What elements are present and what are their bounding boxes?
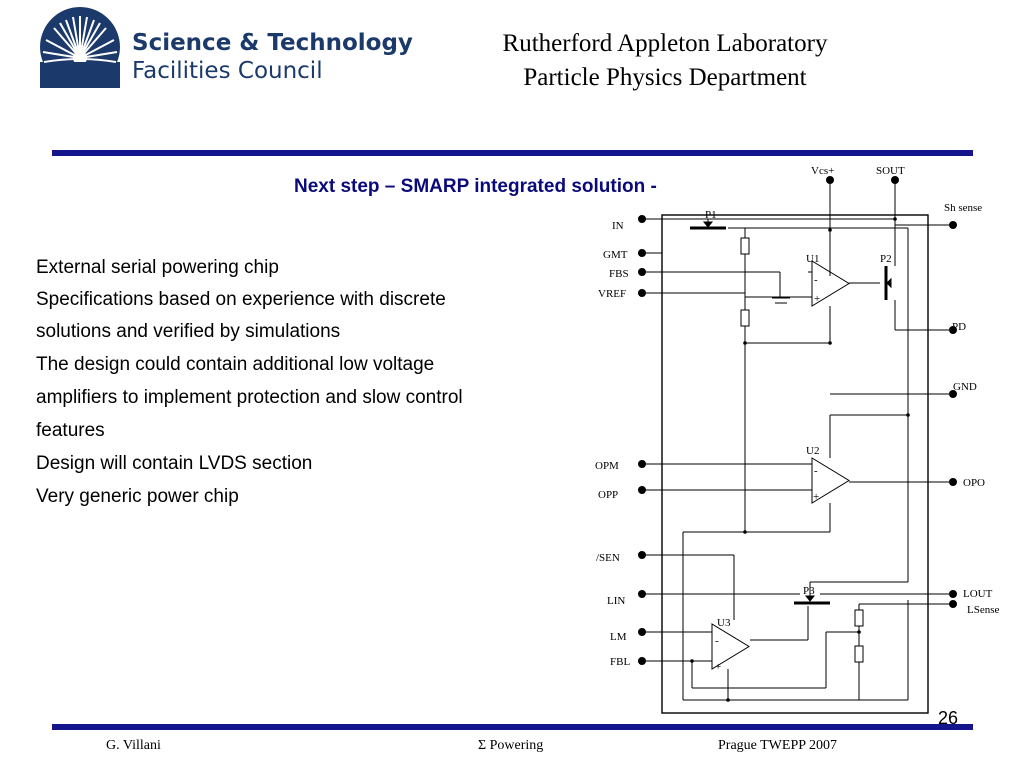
stfc-logo bbox=[36, 6, 416, 88]
pin-label: OPM bbox=[595, 460, 619, 472]
pin-label: PD bbox=[952, 321, 966, 333]
logo-line-1: Science & Technology bbox=[132, 30, 413, 56]
pin-label: OPP bbox=[598, 489, 618, 501]
component-label: U2 bbox=[806, 445, 819, 457]
bullet-text: The design could contain additional low … bbox=[36, 354, 435, 375]
pin-label: SOUT bbox=[876, 165, 905, 177]
component-label: P2 bbox=[880, 253, 892, 265]
lab-name: Rutherford Appleton Laboratory bbox=[502, 30, 828, 57]
footer-topic: Σ Powering bbox=[478, 738, 544, 753]
pin-label: OPO bbox=[963, 477, 985, 489]
plus-sign: + bbox=[715, 661, 721, 673]
pin-label: Vcs+ bbox=[811, 165, 834, 177]
bullet-text: Design will contain LVDS section bbox=[36, 453, 313, 474]
plus-sign: + bbox=[813, 491, 819, 503]
bullet-text: features bbox=[36, 420, 105, 441]
component-label: P1 bbox=[705, 209, 717, 221]
bottom-rule bbox=[52, 724, 973, 730]
footer-author: G. Villani bbox=[106, 738, 161, 753]
department-name: Particle Physics Department bbox=[523, 64, 807, 91]
pin-label: LIN bbox=[607, 595, 625, 607]
pin-label: /SEN bbox=[596, 552, 620, 564]
circuit-schematic: IN GMT FBS VREF OPM OPP /SEN LIN LM FBL … bbox=[595, 165, 1000, 714]
pin-label: VREF bbox=[598, 288, 626, 300]
bullet-text: amplifiers to implement protection and s… bbox=[36, 387, 463, 408]
pin-label: FBS bbox=[609, 268, 629, 280]
top-rule bbox=[52, 150, 973, 156]
footer-event: Prague TWEPP 2007 bbox=[718, 738, 837, 753]
logo-line-2: Facilities Council bbox=[132, 58, 323, 84]
bullet-text: Very generic power chip bbox=[36, 486, 239, 507]
bullet-text: Specifications based on experience with … bbox=[36, 289, 446, 310]
pin-label: IN bbox=[612, 220, 624, 232]
minus-sign: - bbox=[715, 635, 719, 647]
slide-title: Next step – SMARP integrated solution - bbox=[294, 176, 657, 197]
plus-sign: + bbox=[814, 293, 820, 305]
sunburst-logo-icon bbox=[40, 7, 120, 88]
pin-label: Sh sense bbox=[944, 202, 982, 214]
pin-label: FBL bbox=[610, 656, 630, 668]
page-number: 26 bbox=[938, 708, 959, 728]
pin-label: GND bbox=[953, 381, 977, 393]
component-label: U3 bbox=[717, 617, 731, 629]
component-label: P3 bbox=[803, 585, 815, 597]
bullet-text: solutions and verified by simulations bbox=[36, 321, 341, 342]
component-label: U1 bbox=[806, 253, 819, 265]
minus-sign: - bbox=[814, 465, 818, 477]
pin-label: LSense bbox=[967, 604, 1000, 616]
pin-label: LOUT bbox=[963, 588, 993, 600]
pin-label: GMT bbox=[603, 249, 628, 261]
bullet-text: External serial powering chip bbox=[36, 257, 279, 278]
minus-sign: - bbox=[814, 274, 818, 286]
pin-label: LM bbox=[610, 631, 627, 643]
